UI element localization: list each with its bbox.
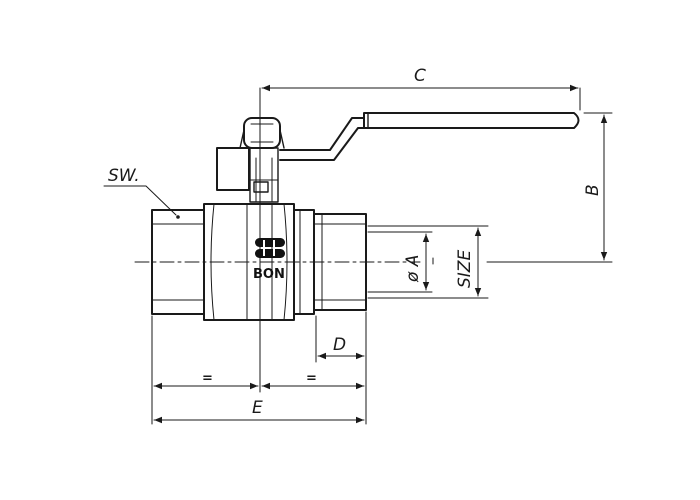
lever-grip [363,112,580,129]
lever-arm-lower [279,117,365,151]
sw-marker [176,215,180,219]
lever-arm-upper [279,127,365,161]
dimension-phi-a: ø A [367,231,434,293]
dimension-b: B [489,112,613,263]
stem-nut [243,117,281,149]
dimension-equal-halves: = = [151,311,367,425]
stem-and-handle [216,112,580,203]
brand-label: BON [253,267,285,282]
valve-body: BON [151,203,367,321]
stem-neck [249,147,279,203]
label-sw: SW. [108,166,140,186]
sw-leader: SW. [103,166,177,216]
label-d: D [333,335,346,355]
right-threaded-end [313,213,367,311]
bon-logo: BON [253,238,285,282]
label-eq-left: = [202,371,213,386]
label-eq-right: = [306,371,317,386]
dimension-c: C [261,66,581,111]
label-e: E [252,398,263,418]
label-c: C [414,66,426,86]
label-b: B [583,184,603,196]
label-size: SIZE [455,250,475,288]
dimension-size: SIZE [367,225,489,299]
stem-housing [216,147,250,191]
dimension-e: E [153,398,365,424]
dimension-d: D [315,311,367,363]
label-phi-a: ø A [403,255,423,283]
